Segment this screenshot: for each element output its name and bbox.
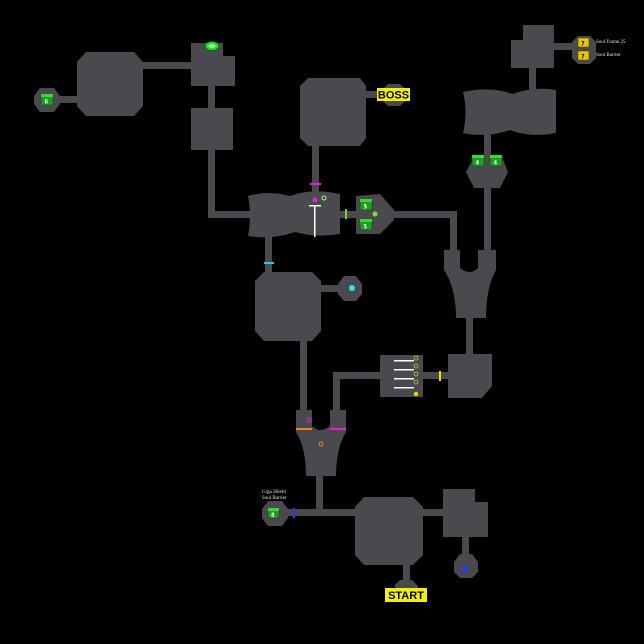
room-boss <box>300 78 366 146</box>
room-right-bottom <box>443 489 488 537</box>
corridor <box>529 68 536 92</box>
gate-switch-icon[interactable] <box>413 371 419 377</box>
chest-icon[interactable]: 4 <box>489 154 503 167</box>
start-label-text: START <box>388 590 424 602</box>
corridor <box>265 236 272 272</box>
corridor <box>316 476 323 516</box>
boss-label-text: BOSS <box>378 90 409 102</box>
room-top-right-small <box>511 25 554 68</box>
chest-icon[interactable]: 8 <box>267 507 280 519</box>
gate-switch-icon[interactable] <box>413 363 419 369</box>
room-top-right-wide <box>463 88 556 135</box>
gate-bar <box>394 387 414 389</box>
blue-orb-icon[interactable] <box>462 566 468 572</box>
chest-number: 5 <box>364 224 368 231</box>
room-central-hub <box>248 191 340 238</box>
chest-number: 4 <box>476 160 480 167</box>
gate-bar <box>394 360 414 362</box>
corridor <box>450 211 457 253</box>
gate-bar <box>394 369 414 371</box>
corridor <box>554 43 574 50</box>
corridor <box>340 211 358 218</box>
corridor <box>484 188 491 253</box>
chest-icon[interactable]: 5 <box>359 198 373 211</box>
corridor <box>403 564 410 582</box>
corridor <box>365 91 383 98</box>
gate-switch-icon[interactable] <box>413 379 419 385</box>
boss-label[interactable]: BOSS <box>377 88 410 102</box>
doors <box>264 183 441 518</box>
corridor <box>393 211 457 218</box>
chest-icon[interactable]: 5 <box>359 218 373 231</box>
door-cyan[interactable] <box>264 262 274 264</box>
hub-white-bar <box>309 205 321 207</box>
corridor <box>466 318 473 356</box>
door-blue[interactable] <box>293 508 295 518</box>
rooms <box>34 25 596 592</box>
hub-green-ring-icon[interactable] <box>321 195 327 201</box>
chest-icon[interactable]: 7 <box>577 50 590 61</box>
loot-label: Giga Shield <box>262 490 286 495</box>
corridor <box>208 86 215 108</box>
corridor <box>423 372 450 379</box>
corridor <box>208 211 250 218</box>
green-orb-inner-icon <box>208 44 216 48</box>
room-big-top-left <box>77 52 143 116</box>
corridor <box>208 150 215 218</box>
room-west <box>255 272 321 341</box>
room-start <box>355 497 423 565</box>
room-right-middle <box>448 354 492 398</box>
loot-label: Soul Barrier <box>596 53 621 58</box>
door-magenta-2[interactable] <box>330 428 346 430</box>
door-orange[interactable] <box>296 428 312 430</box>
corridor <box>285 509 357 516</box>
room-right-y <box>444 250 496 318</box>
gate-switch-icon[interactable] <box>413 391 419 397</box>
corridor <box>462 535 469 557</box>
corridors <box>56 43 574 582</box>
corridor <box>484 133 491 157</box>
corridor <box>320 285 340 292</box>
cyan-orb-icon[interactable] <box>349 285 355 291</box>
door-magenta[interactable] <box>310 183 321 185</box>
room-center-y <box>296 410 346 476</box>
door-green[interactable] <box>345 209 347 219</box>
hub-magenta-marker-icon[interactable] <box>312 197 318 203</box>
chest-icon[interactable]: 6 <box>40 93 54 106</box>
chest-icon[interactable]: 4 <box>471 154 485 167</box>
chests: 6 5 5 4 4 8 <box>40 37 590 519</box>
labels: BOSS START Soul Frame 25 Soul Barrier Gi… <box>262 40 626 602</box>
loot-label: Soul Barrier <box>262 496 287 501</box>
corridor <box>143 62 193 69</box>
door-yellow[interactable] <box>439 371 441 381</box>
corridor <box>312 146 319 196</box>
gate-switch-icon[interactable] <box>413 355 419 361</box>
y-room-magenta-ring-icon[interactable] <box>306 417 312 423</box>
corridor <box>56 96 78 103</box>
corridor <box>420 509 445 516</box>
gate-bar <box>394 378 414 380</box>
chest-number: 4 <box>494 160 498 167</box>
y-room-orange-ring-icon[interactable] <box>318 441 324 447</box>
corridor <box>333 372 340 416</box>
gate-bars <box>394 355 419 397</box>
hub-white-line <box>314 205 316 237</box>
chest-number: 7 <box>581 54 585 61</box>
corridor <box>333 372 383 379</box>
chest-number: 7 <box>581 41 585 48</box>
room-blue-pod <box>454 554 478 578</box>
orbs <box>204 41 468 572</box>
chest-number: 8 <box>271 512 275 519</box>
start-label[interactable]: START <box>385 588 427 602</box>
chest-number: 5 <box>364 204 368 211</box>
room-second <box>191 108 233 150</box>
pod-green-dot-icon[interactable] <box>372 211 378 217</box>
room-top-small <box>191 43 235 86</box>
loot-label: Soul Frame 25 <box>596 40 626 45</box>
chest-number: 6 <box>45 99 49 106</box>
corridor <box>300 340 307 414</box>
chest-icon[interactable]: 7 <box>577 37 590 48</box>
